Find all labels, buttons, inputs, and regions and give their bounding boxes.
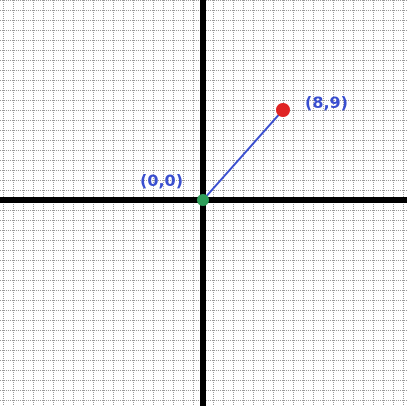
segment-origin-to-end bbox=[202, 109, 284, 201]
origin-point bbox=[197, 194, 209, 206]
end-label: (8,9) bbox=[305, 93, 348, 112]
end-point bbox=[276, 103, 290, 117]
origin-label: (0,0) bbox=[140, 171, 183, 190]
